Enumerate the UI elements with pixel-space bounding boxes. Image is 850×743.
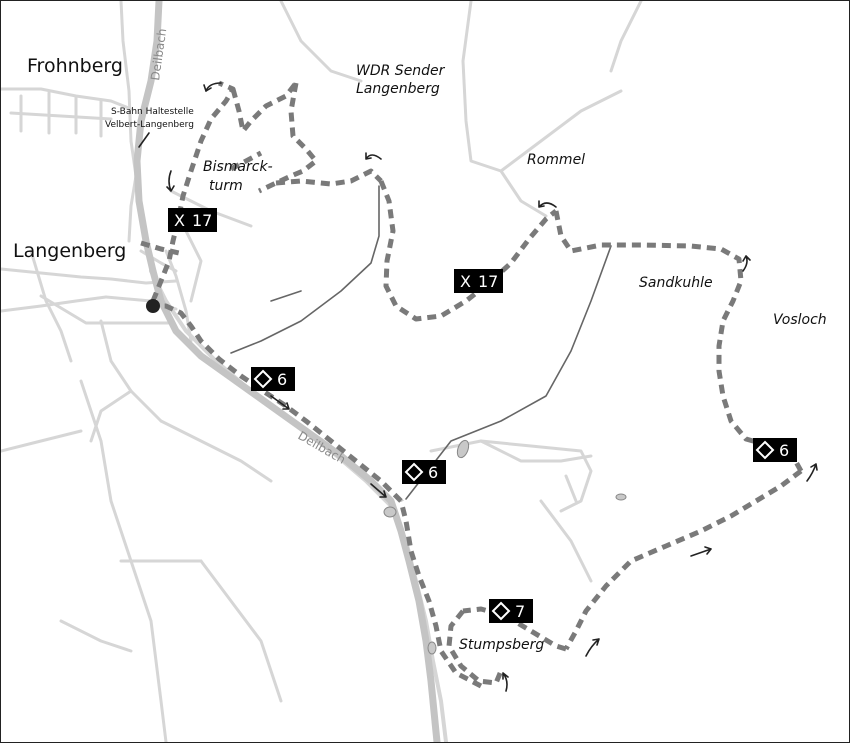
sbahn-label-line2: Velbert-Langenberg bbox=[105, 120, 194, 130]
place-label-wdr-line2: Langenberg bbox=[356, 81, 440, 97]
trail-sign: 6 bbox=[753, 438, 797, 462]
trail-sign: 7 bbox=[489, 599, 533, 623]
place-label-vosloch: Vosloch bbox=[773, 312, 827, 328]
direction-arrow-icon bbox=[502, 672, 509, 692]
direction-arrow-icon bbox=[585, 638, 600, 657]
place-label-bismarck-line2: turm bbox=[209, 178, 243, 194]
trail-sign: 6 bbox=[402, 460, 446, 484]
sign-number: 17 bbox=[478, 272, 498, 291]
sign-background bbox=[402, 460, 446, 484]
start-point-icon bbox=[146, 299, 160, 313]
sign-number: 6 bbox=[428, 463, 438, 482]
sign-number: 6 bbox=[779, 441, 789, 460]
sign-number: 17 bbox=[192, 211, 212, 230]
direction-arrows bbox=[138, 82, 818, 692]
sbahn-pointer bbox=[138, 132, 150, 148]
place-label-sandkuhle: Sandkuhle bbox=[639, 275, 713, 291]
road-network bbox=[1, 1, 643, 742]
sign-background bbox=[251, 367, 295, 391]
sign-number: 7 bbox=[515, 602, 525, 621]
direction-arrow-icon bbox=[166, 170, 175, 192]
sign-symbol: X bbox=[460, 272, 471, 291]
place-label-langenberg: Langenberg bbox=[13, 240, 126, 262]
sign-background bbox=[489, 599, 533, 623]
direction-arrow-icon bbox=[270, 395, 290, 410]
sign-background bbox=[168, 208, 217, 232]
place-label-wdr-line1: WDR Sender bbox=[356, 63, 446, 79]
place-label-rommel: Rommel bbox=[527, 152, 585, 168]
sign-symbol: X bbox=[174, 211, 185, 230]
trail-sign: 6 bbox=[251, 367, 295, 391]
trail-sign: X 17 bbox=[168, 208, 217, 232]
direction-arrow-icon bbox=[538, 200, 557, 208]
direction-arrow-icon bbox=[690, 546, 712, 557]
place-label-frohnberg: Frohnberg bbox=[27, 55, 123, 77]
river-label-deilbach-north: Deilbach bbox=[148, 28, 169, 82]
direction-arrow-icon bbox=[370, 483, 387, 498]
direction-arrow-icon bbox=[203, 84, 212, 92]
diamond-icon bbox=[755, 440, 775, 460]
place-label-bismarck-line1: Bismarck- bbox=[203, 159, 273, 175]
diamond-icon bbox=[253, 369, 273, 389]
sign-number: 6 bbox=[277, 370, 287, 389]
hiking-trail bbox=[140, 80, 804, 689]
forest-tracks bbox=[230, 185, 612, 500]
sign-background bbox=[454, 269, 503, 293]
sbahn-label-line1: S-Bahn Haltestelle bbox=[111, 107, 194, 117]
direction-arrow-icon bbox=[742, 255, 751, 272]
sign-background bbox=[753, 438, 797, 462]
river-deilbach bbox=[133, 1, 441, 742]
diamond-icon bbox=[491, 601, 511, 621]
trail-sign: X 17 bbox=[454, 269, 503, 293]
place-label-stumpsberg: Stumpsberg bbox=[459, 637, 544, 653]
direction-arrow-icon bbox=[365, 152, 382, 160]
ponds bbox=[383, 439, 627, 655]
diamond-icon bbox=[404, 462, 424, 482]
direction-arrow-icon bbox=[806, 463, 818, 482]
